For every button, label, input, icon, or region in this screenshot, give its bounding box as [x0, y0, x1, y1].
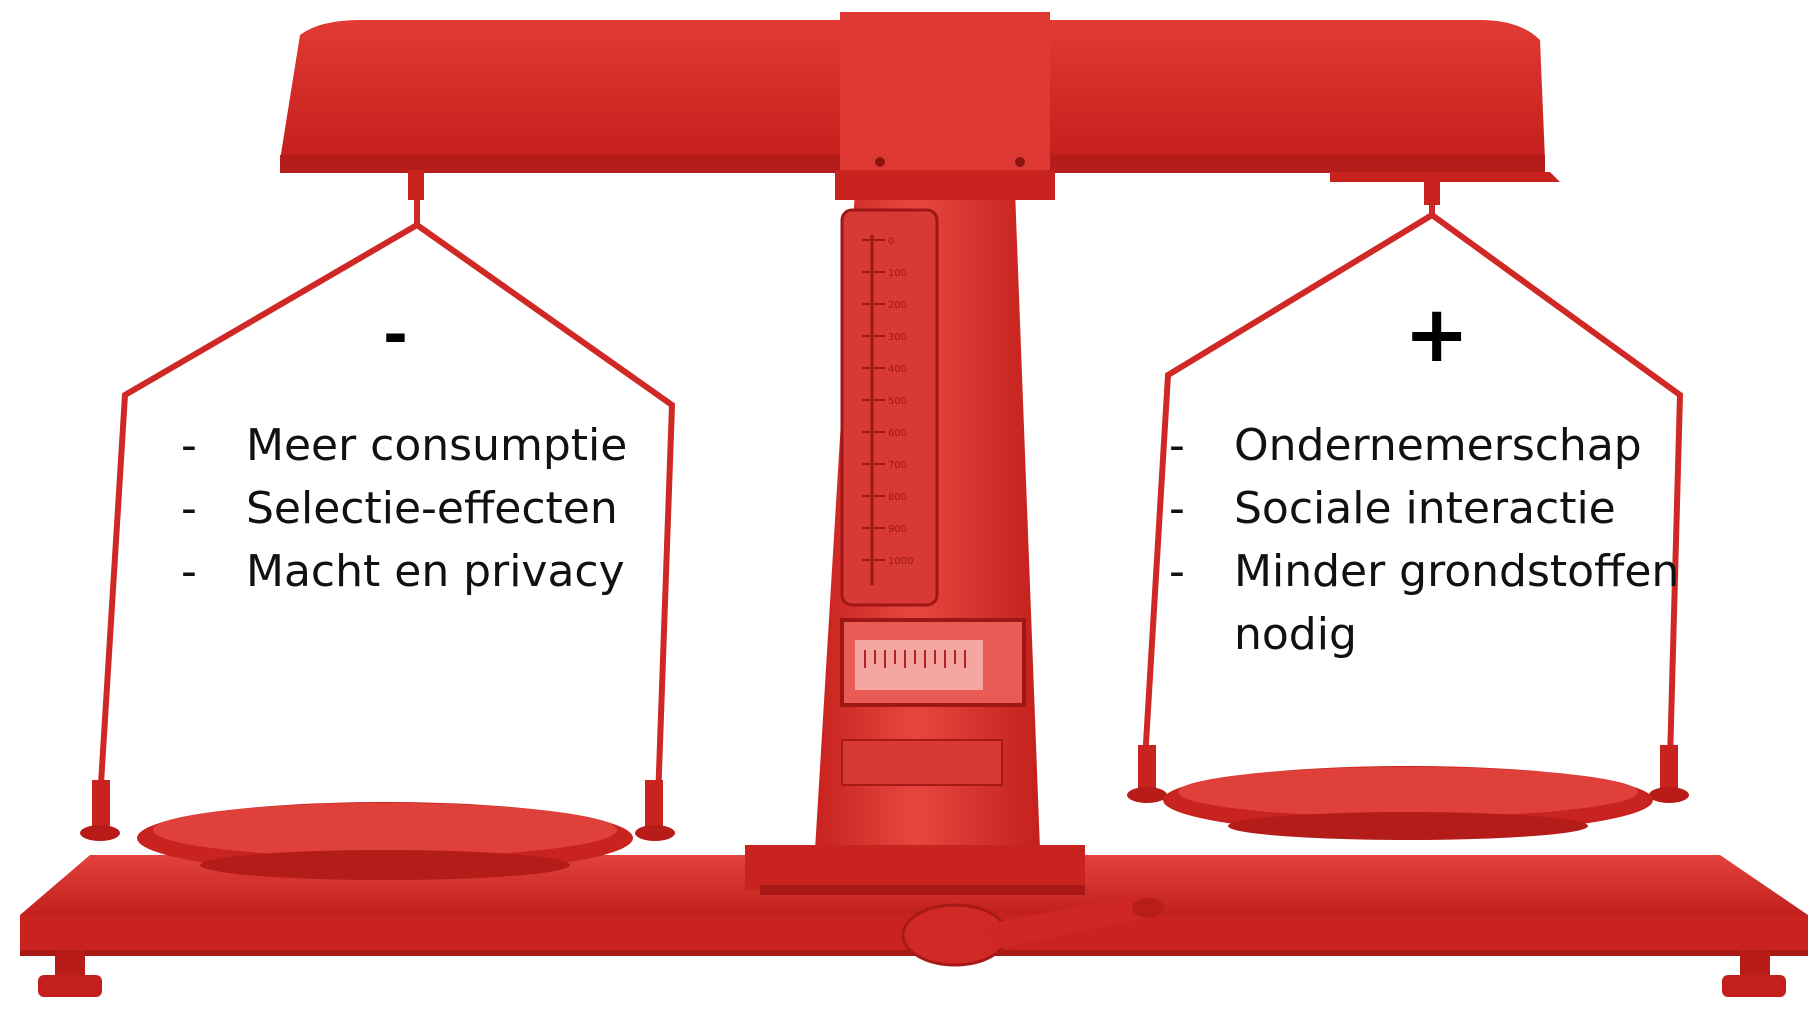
list-item: -Meer consumptie [181, 414, 701, 477]
bullet-dash: - [181, 420, 197, 471]
right-pan [1127, 745, 1689, 840]
list-item-label: Ondernemerschap [1234, 420, 1642, 471]
left-pan [80, 780, 675, 880]
list-item-label: Sociale interactie [1234, 483, 1616, 534]
dial-tick-label: 500 [888, 396, 907, 407]
dial-tick-label: 200 [888, 300, 907, 311]
dial-tick-label: 900 [888, 524, 907, 535]
minus-sign: - [383, 300, 408, 370]
dial-tick-label: 800 [888, 492, 907, 503]
left-pan-list: -Meer consumptie -Selectie-effecten -Mac… [181, 414, 701, 603]
list-item: -Ondernemerschap [1169, 414, 1729, 477]
list-item: -Minder grondstoffen nodig [1169, 540, 1729, 666]
dial-tick-label: 400 [888, 364, 907, 375]
dial-tick-label: 700 [888, 460, 907, 471]
list-item-label: Minder grondstoffen nodig [1234, 546, 1680, 660]
bullet-dash: - [181, 546, 197, 597]
dial-tick-label: 100 [888, 268, 907, 279]
dial-tick-label: 300 [888, 332, 907, 343]
scale-column: 0 100 200 300 400 500 600 700 800 900 1000 [745, 190, 1085, 895]
list-item-label: Meer consumptie [246, 420, 628, 471]
dial-tick-label: 600 [888, 428, 907, 439]
bullet-dash: - [181, 483, 197, 534]
list-item: -Selectie-effecten [181, 477, 701, 540]
list-item-label: Selectie-effecten [246, 483, 618, 534]
dial-scale: 0 100 200 300 400 500 600 700 800 900 1000 [862, 236, 913, 567]
dial-tick-label: 1000 [888, 556, 913, 567]
right-pan-list: -Ondernemerschap -Sociale interactie -Mi… [1169, 414, 1729, 666]
list-item: -Sociale interactie [1169, 477, 1729, 540]
bullet-dash: - [1169, 546, 1185, 597]
dial-tick-label: 0 [888, 236, 894, 247]
plus-sign: + [1404, 290, 1470, 380]
list-item: -Macht en privacy [181, 540, 701, 603]
bullet-dash: - [1169, 420, 1185, 471]
scale-beam [280, 12, 1560, 200]
bullet-dash: - [1169, 483, 1185, 534]
list-item-label: Macht en privacy [246, 546, 625, 597]
